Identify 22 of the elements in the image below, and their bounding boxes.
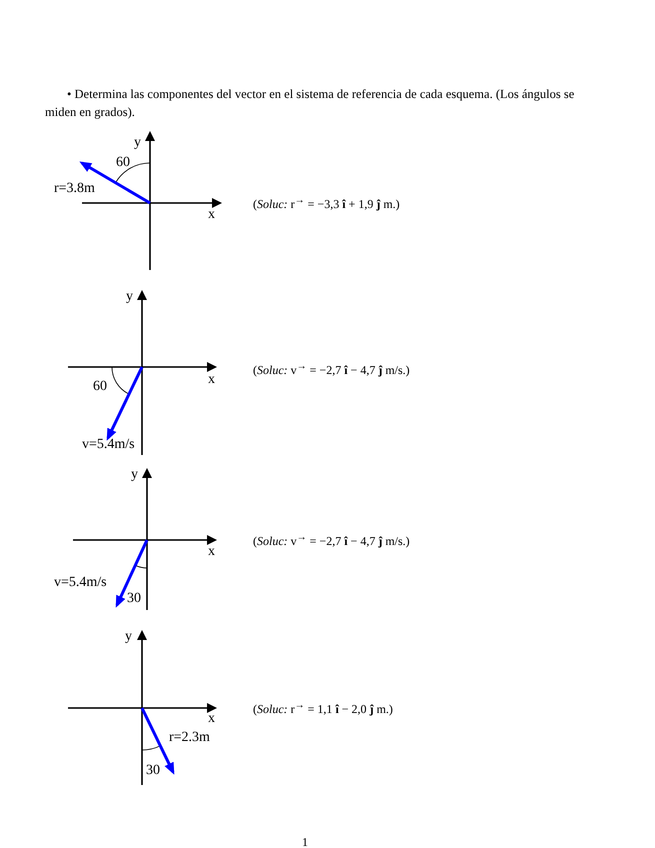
- axis-label: x: [208, 545, 215, 559]
- angle-label: 60: [116, 156, 130, 170]
- angle-label: 30: [146, 764, 160, 778]
- axis-label: x: [208, 208, 215, 222]
- axis-label: y: [131, 468, 138, 482]
- magnitude-label: v=5.4m/s: [54, 576, 107, 590]
- page-number: 1: [302, 836, 308, 848]
- axis-label: y: [126, 290, 133, 304]
- angle-label: 60: [93, 380, 107, 394]
- axis-label: x: [208, 373, 215, 387]
- instruction-text: • Determina las componentes del vector en el sistema de referencia de cada esquema. (Los ángulos se miden en grados).: [45, 86, 576, 122]
- magnitude-label: r=3.8m: [54, 182, 95, 196]
- solution-text: (Soluc: v$^{→}$ = −2,7 î − 4,7 ĵ m/s.): [253, 362, 410, 376]
- angle-label: 30: [127, 592, 141, 606]
- axis-label: y: [134, 136, 141, 150]
- solution-text: (Soluc: r$^{→}$ = 1,1 î − 2,0 ĵ m.): [253, 701, 393, 715]
- solution-text: (Soluc: v$^{→}$ = −2,7 î − 4,7 ĵ m/s.): [253, 533, 410, 547]
- magnitude-label: r=2.3m: [169, 731, 210, 745]
- magnitude-label: v=5.4m/s: [82, 438, 135, 452]
- solution-text: (Soluc: r$^{→}$ = −3,3 î + 1,9 ĵ m.): [253, 196, 400, 210]
- axis-label: y: [125, 630, 132, 644]
- axis-label: x: [208, 712, 215, 726]
